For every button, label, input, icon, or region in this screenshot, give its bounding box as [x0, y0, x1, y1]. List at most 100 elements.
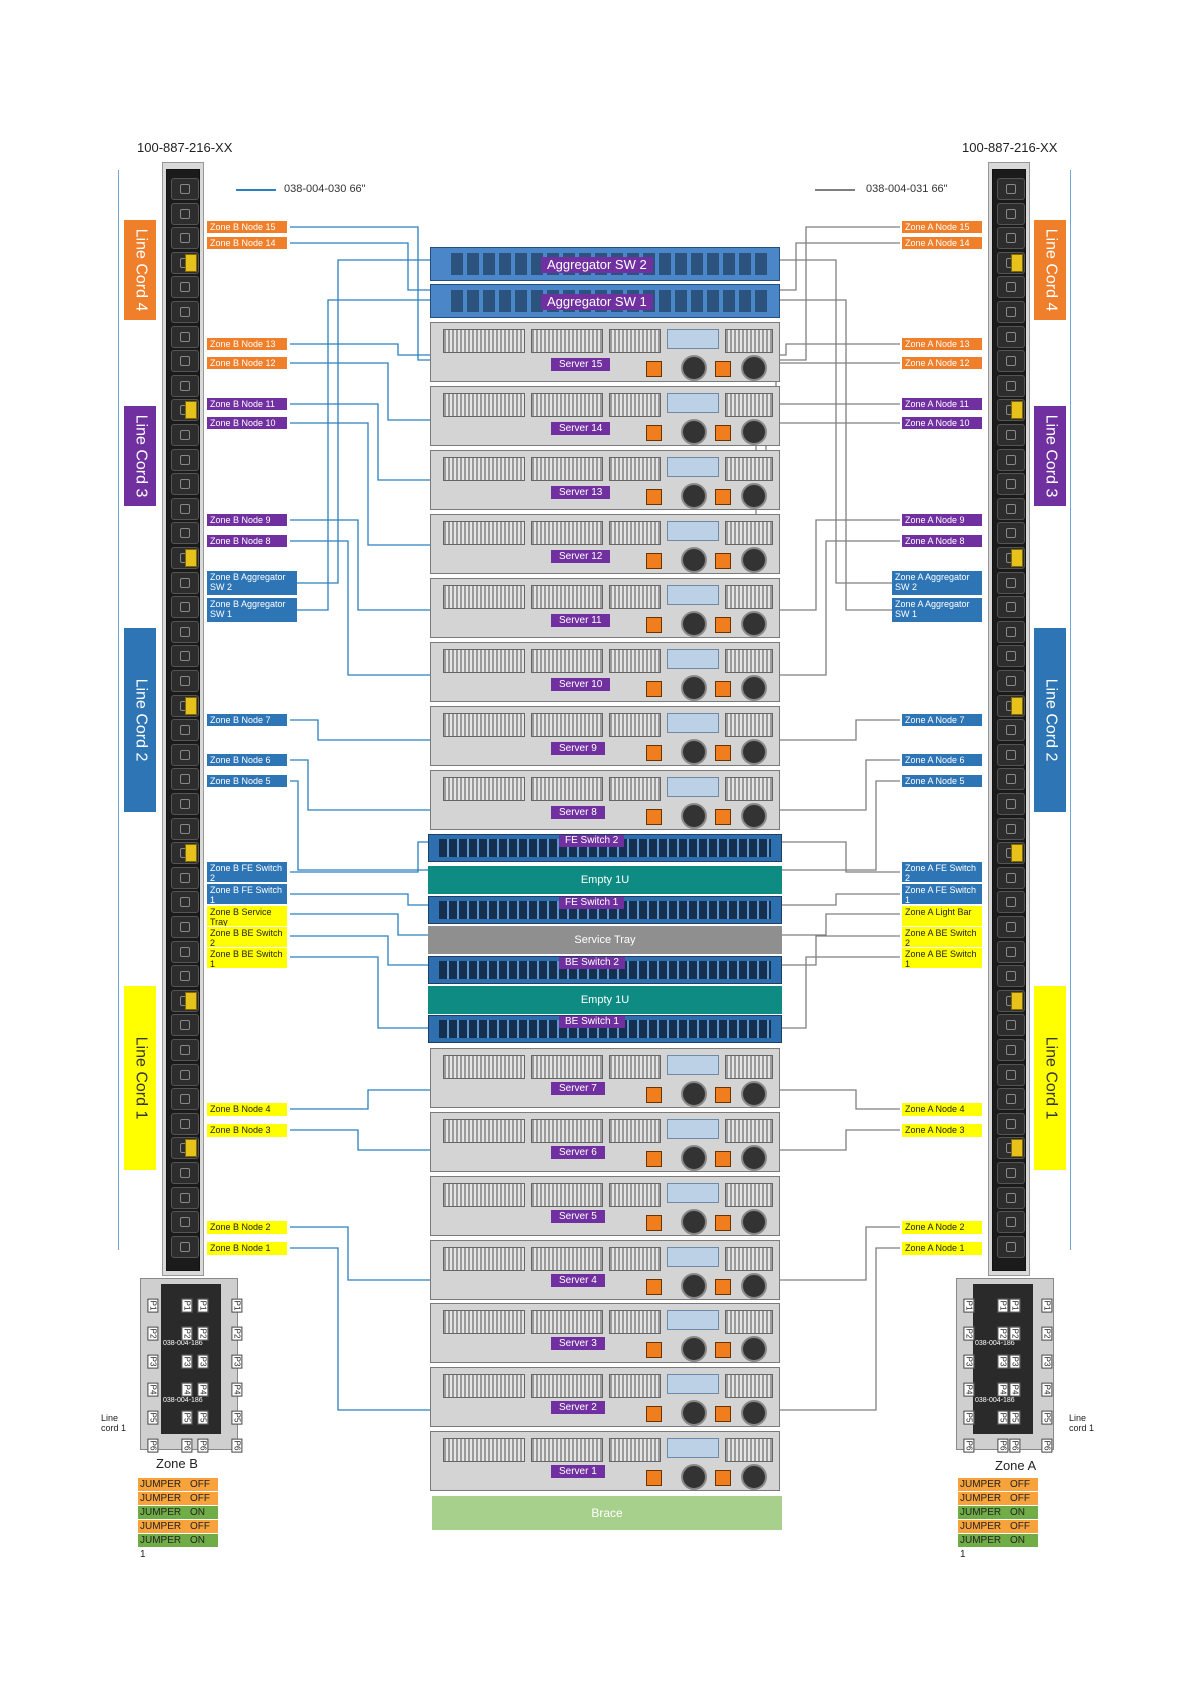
port-label-p2: P2 — [1009, 1326, 1021, 1341]
port-label-p6: P6 — [963, 1438, 975, 1453]
server-drive-bay — [443, 393, 525, 417]
server-drive-bay — [531, 329, 603, 353]
server-11: Server 11 — [430, 578, 780, 638]
server-panel — [667, 713, 719, 733]
jumper-row-5: JUMPER 5OFF — [136, 1478, 218, 1504]
zone-a-cable — [780, 913, 900, 936]
zone-a-cable — [780, 1247, 900, 1411]
zone-a-node-12-label: Zone A Node 12 — [902, 357, 982, 369]
zone-b-cable — [290, 841, 432, 873]
pdu-breaker — [185, 844, 197, 863]
bottom-line-cord-4-left: Line cord 4 — [101, 1269, 127, 1289]
server-5-name: Server 5 — [551, 1210, 605, 1223]
server-13-name: Server 13 — [551, 486, 611, 499]
be-switch-2: BE Switch 2 — [428, 956, 782, 984]
zone-b-node-11-label: Zone B Node 11 — [207, 398, 287, 410]
server-5: Server 5 — [430, 1176, 780, 1236]
pdu-breaker — [1011, 401, 1023, 420]
port-label-p6: P6 — [181, 1438, 193, 1453]
pdu-outlet — [171, 596, 199, 619]
port-label-p2: P2 — [147, 1326, 159, 1341]
port-label-p5: P5 — [181, 1410, 193, 1425]
server-power-port — [715, 425, 731, 441]
pdu-outlet — [171, 473, 199, 496]
server-drive-bay — [725, 649, 773, 673]
pdu-outlet — [997, 301, 1025, 323]
zone-b-cable — [290, 259, 432, 584]
zone-a-cable — [780, 893, 900, 906]
port-label-p2: P2 — [963, 1326, 975, 1341]
pdu-outlet — [997, 645, 1025, 668]
server-drive-bay — [443, 777, 525, 801]
server-fan — [681, 611, 707, 637]
zone-b-agg-sw2-label: Zone B Aggregator SW 2 — [207, 571, 297, 595]
server-drive-bay — [531, 713, 603, 737]
server-2-name: Server 2 — [551, 1401, 605, 1414]
pdu-outlet — [171, 1039, 199, 1061]
zone-b-cable — [290, 343, 432, 356]
zone-a-agg-sw2-label: Zone A Aggregator SW 2 — [892, 571, 982, 595]
fe-switch-2: FE Switch 2 — [428, 834, 782, 862]
zone-b-cable — [290, 956, 432, 1029]
port-label-p4: P4 — [963, 1382, 975, 1397]
server-drive-bay — [531, 1310, 603, 1334]
server-panel — [667, 1310, 719, 1330]
server-fan — [741, 803, 767, 829]
server-fan — [681, 419, 707, 445]
server-panel — [667, 329, 719, 349]
be1-ports — [439, 1020, 771, 1038]
server-4: Server 4 — [430, 1240, 780, 1300]
server-panel — [667, 1438, 719, 1458]
left-bracket — [118, 170, 119, 1250]
zone-a-node-14-label: Zone A Node 14 — [902, 237, 982, 249]
zone-b-cable — [290, 719, 432, 741]
server-1: Server 1 — [430, 1431, 780, 1491]
server-fan — [741, 1145, 767, 1171]
server-drive-bay — [725, 329, 773, 353]
zone-a-cable — [765, 403, 900, 481]
server-drive-bay — [725, 1055, 773, 1079]
zone-a-node-6-label: Zone A Node 6 — [902, 754, 982, 766]
line-cord-1-right: Line Cord 1 — [1034, 986, 1066, 1170]
pdu-outlet — [171, 424, 199, 446]
zone-b-be-switch1-label: Zone B BE Switch 1 — [207, 948, 287, 968]
server-drive-bay — [531, 1055, 603, 1079]
jumper-row-2: JUMPER 2OFF — [136, 1520, 218, 1546]
zone-b-node-3-label: Zone B Node 3 — [207, 1124, 287, 1137]
pdu-breaker — [185, 991, 197, 1010]
server-10-name: Server 10 — [551, 678, 611, 691]
zone-b-cable — [290, 519, 432, 611]
port-label-p5: P5 — [1041, 1410, 1053, 1425]
server-drive-bay — [609, 1055, 661, 1079]
aggregator-switch-1-name: Aggregator SW 1 — [541, 294, 653, 310]
pdu-outlet — [997, 202, 1025, 225]
right-bracket — [1070, 170, 1071, 1250]
pdu-outlet — [997, 1112, 1025, 1135]
pdu-outlet — [171, 1211, 199, 1234]
zone-a-cable — [780, 780, 900, 871]
pdu-outlet — [171, 1186, 199, 1209]
zone-a-be-switch2-label: Zone A BE Switch 2 — [902, 927, 982, 947]
server-fan — [741, 355, 767, 381]
jumper-row-4: JUMPER 4OFF — [956, 1492, 1038, 1518]
aggregator-switch-1: Aggregator SW 1 — [430, 284, 780, 318]
pdu-outlet — [997, 891, 1025, 914]
port-label-p6: P6 — [231, 1438, 243, 1453]
zone-a-cable — [780, 1226, 900, 1281]
port-label-p5: P5 — [231, 1410, 243, 1425]
server-drive-bay — [609, 1247, 661, 1271]
pdu-zone-a-cable-2: 038-004-186 — [975, 1397, 1015, 1404]
zone-a-cable — [780, 759, 900, 811]
pdu-outlet — [997, 1235, 1025, 1258]
port-label-p1: P1 — [231, 1298, 243, 1313]
server-drive-bay — [443, 1310, 525, 1334]
pdu-zone-b — [162, 162, 204, 1276]
server-power-port — [715, 489, 731, 505]
port-label-p5: P5 — [147, 1410, 159, 1425]
zone-a-node-2-label: Zone A Node 2 — [902, 1221, 982, 1234]
server-drive-bay — [609, 1119, 661, 1143]
server-drive-bay — [725, 1438, 773, 1462]
server-power-port — [646, 489, 662, 505]
pdu-outlet — [171, 350, 199, 373]
zone-b-cable — [290, 893, 432, 906]
